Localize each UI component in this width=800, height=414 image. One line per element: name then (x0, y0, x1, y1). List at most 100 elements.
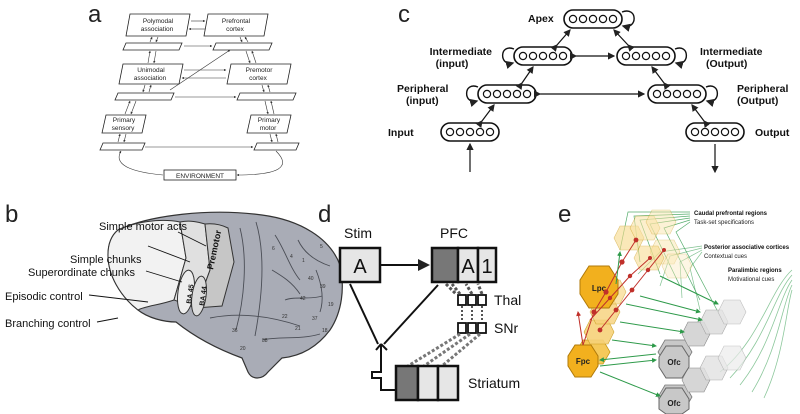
input-label: Input (388, 127, 414, 139)
small-box-l1 (122, 42, 183, 51)
striatum-dark-cell (394, 364, 420, 402)
prefrontal-label-2: cortex (226, 26, 244, 33)
environment-label: ENVIRONMENT (176, 173, 224, 180)
lpc-label: Lpc (592, 284, 607, 293)
stim-value: A (353, 256, 367, 278)
sulci (209, 221, 331, 341)
svg-text:36: 36 (232, 328, 238, 334)
peripheral-input-label-1: Peripheral (397, 83, 448, 95)
svg-text:4: 4 (290, 254, 293, 260)
paralimbic-fan (719, 269, 793, 399)
intermediate-input-label-1: Intermediate (430, 46, 493, 58)
thal-row (457, 294, 487, 306)
prefrontal-box (203, 13, 269, 37)
posterior-subtitle: Contextual cues (704, 254, 747, 260)
prefrontal-region (107, 219, 187, 311)
small-box-r1 (212, 42, 273, 51)
panel-a-letter: a (88, 1, 102, 28)
svg-text:38: 38 (262, 338, 268, 344)
premotor-label-1: Premotor (246, 67, 274, 74)
primary-sensory-label-1: Primary (113, 117, 136, 124)
panel-d-letter: d (318, 201, 331, 228)
posterior-title: Posterior associative cortices (704, 245, 790, 251)
ofc-node-2 (658, 387, 690, 414)
striatum-inputs (349, 283, 439, 391)
primary-motor-label-1: Primary (258, 117, 281, 124)
stim-label: Stim (344, 225, 372, 241)
snr-striatum-links (407, 332, 481, 368)
ba45-label: BA 45 (186, 284, 196, 304)
episodic-control-label: Episodic control (5, 291, 83, 303)
peripheral-input-label-2: (input) (406, 95, 439, 107)
snr-row (457, 322, 487, 334)
panel-b-letter: b (5, 201, 18, 228)
panel-e: e (558, 201, 793, 414)
svg-text:20: 20 (240, 346, 246, 352)
panel-e-letter: e (558, 201, 571, 228)
svg-text:37: 37 (312, 316, 318, 322)
pfc-value-a: A (461, 256, 475, 278)
polymodal-box (125, 13, 191, 37)
ba44-label: BA 44 (199, 286, 209, 306)
apex-label: Apex (528, 13, 554, 25)
pfc-value-1: 1 (481, 256, 492, 278)
svg-text:42: 42 (300, 296, 306, 302)
intermediate-output-label-1: Intermediate (700, 46, 763, 58)
primary-sensory-box (101, 114, 147, 134)
caudal-subtitle: Task-set specifications (694, 220, 754, 226)
hierarchy-connections (466, 29, 719, 174)
panel-c: c (388, 1, 790, 174)
output-label: Output (755, 127, 790, 139)
superordinate-chunks-label: Superordinate chunks (28, 267, 136, 279)
branching-control-label: Branching control (5, 318, 91, 330)
intermediate-input-label-2: (input) (436, 58, 469, 70)
panel-a: a Polymodal association Prefrontal corte… (88, 1, 300, 181)
svg-text:22: 22 (282, 314, 288, 320)
striatum-cell-2 (416, 364, 440, 402)
unimodal-label-1: Unimodal (137, 67, 165, 74)
module-units (445, 14, 740, 137)
thal-label: Thal (494, 292, 521, 308)
thal-pfc-loops (444, 282, 484, 296)
small-box-r3 (253, 142, 300, 151)
svg-text:39: 39 (320, 284, 326, 290)
pfc-cell-1 (476, 246, 498, 284)
striatum-label: Striatum (468, 375, 520, 391)
ofc-label-2: Ofc (667, 399, 681, 408)
green-arrows (599, 251, 719, 397)
fpc-node (567, 344, 599, 378)
polymodal-label-2: association (141, 26, 174, 33)
peripheral-output-label-2: (Output) (737, 95, 778, 107)
intermediate-output-label-2: (Output) (706, 58, 747, 70)
premotor-label-2: cortex (249, 75, 267, 82)
svg-text:40: 40 (308, 276, 314, 282)
svg-text:18: 18 (322, 328, 328, 334)
environment-box (163, 169, 237, 181)
pfc-dark-cell (430, 246, 460, 284)
svg-text:1: 1 (302, 258, 305, 264)
prefrontal-label-1: Prefrontal (222, 18, 251, 25)
leader-lines (88, 231, 207, 323)
paralimbic-subtitle: Motivational cues (728, 277, 774, 283)
pfc-label: PFC (440, 225, 468, 241)
small-box-l3 (99, 142, 146, 151)
ofc-label-1: Ofc (667, 358, 681, 367)
unimodal-label-2: association (134, 75, 167, 82)
self-loops (465, 10, 719, 107)
simple-chunks-label: Simple chunks (70, 254, 142, 266)
premotor-box (226, 63, 292, 85)
simple-motor-acts-label: Simple motor acts (99, 221, 188, 233)
polymodal-label-1: Polymodal (143, 18, 174, 25)
primary-motor-box (246, 114, 292, 134)
snr-label: SNr (494, 320, 518, 336)
primary-motor-label-2: motor (260, 125, 277, 132)
red-nodes (591, 237, 666, 333)
peripheral-output-label-1: Peripheral (737, 83, 788, 95)
svg-text:5: 5 (320, 244, 323, 250)
caudal-title: Caudal prefrontal regions (694, 211, 768, 217)
striatum-cell-3 (436, 364, 460, 402)
svg-text:21: 21 (295, 326, 301, 332)
